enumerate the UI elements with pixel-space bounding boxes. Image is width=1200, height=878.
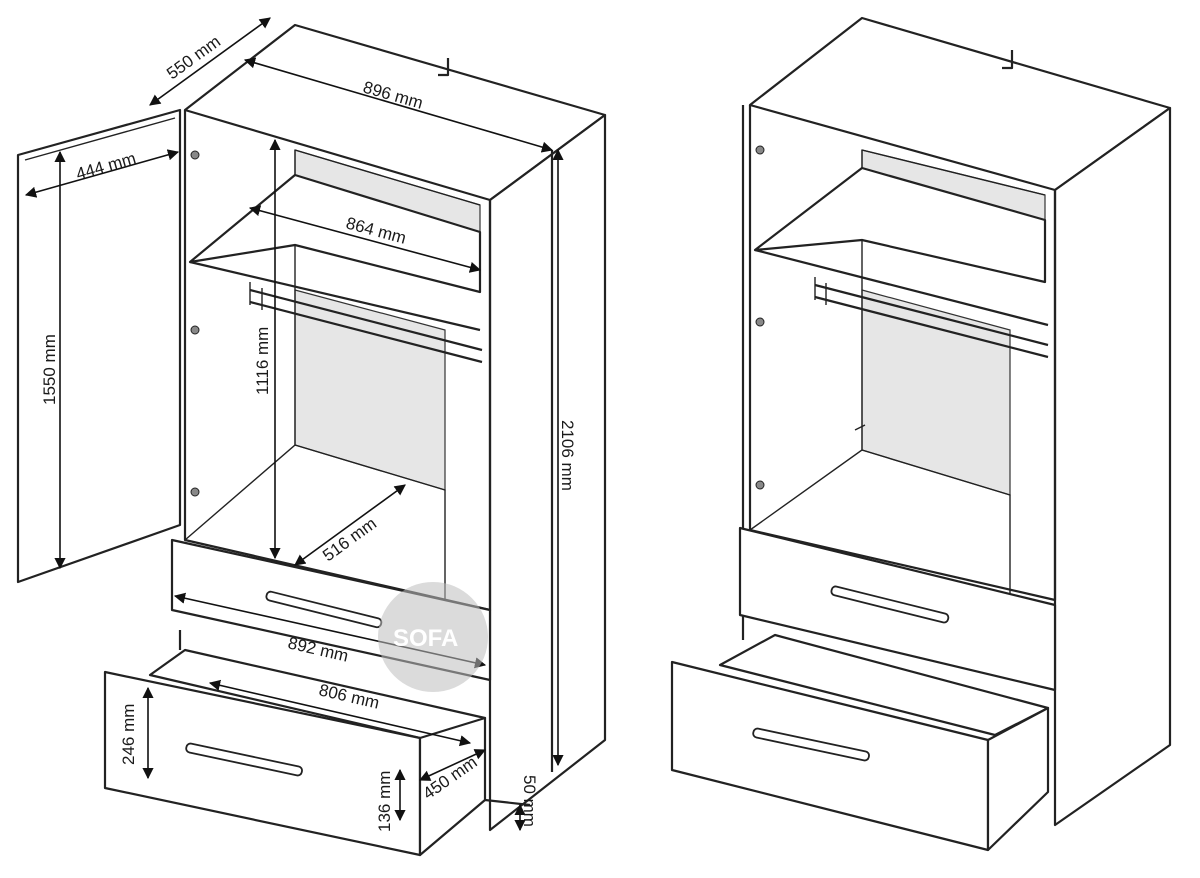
hinge-icon	[755, 145, 765, 490]
hanging-rail	[249, 288, 483, 352]
cabinet-frame	[183, 110, 492, 612]
side-panel-right	[488, 113, 607, 832]
dim-inner-depth: 516 mm	[319, 514, 380, 565]
side-panel-right-2	[1053, 106, 1172, 827]
dim-drawer-front-height: 246 mm	[119, 704, 138, 765]
wall-bracket-icon	[1002, 50, 1014, 70]
wardrobe-left: 550 mm 896 mm 444 mm 864 mm 1550 mm 1116…	[16, 17, 607, 857]
hinge-icon	[190, 150, 200, 497]
lower-drawer-handle	[185, 742, 303, 777]
watermark-badge: SOFA	[378, 582, 488, 692]
dim-drawer-inner-height: 136 mm	[375, 771, 394, 832]
dim-plinth-height: 50 mm	[520, 775, 539, 827]
dim-hanging-height: 1116 mm	[253, 327, 272, 395]
dim-door-height: 1550 mm	[40, 334, 59, 405]
wardrobe-right	[670, 16, 1172, 852]
dim-total-height: 2106 mm	[558, 420, 577, 491]
watermark-text: SOFA	[393, 625, 458, 652]
